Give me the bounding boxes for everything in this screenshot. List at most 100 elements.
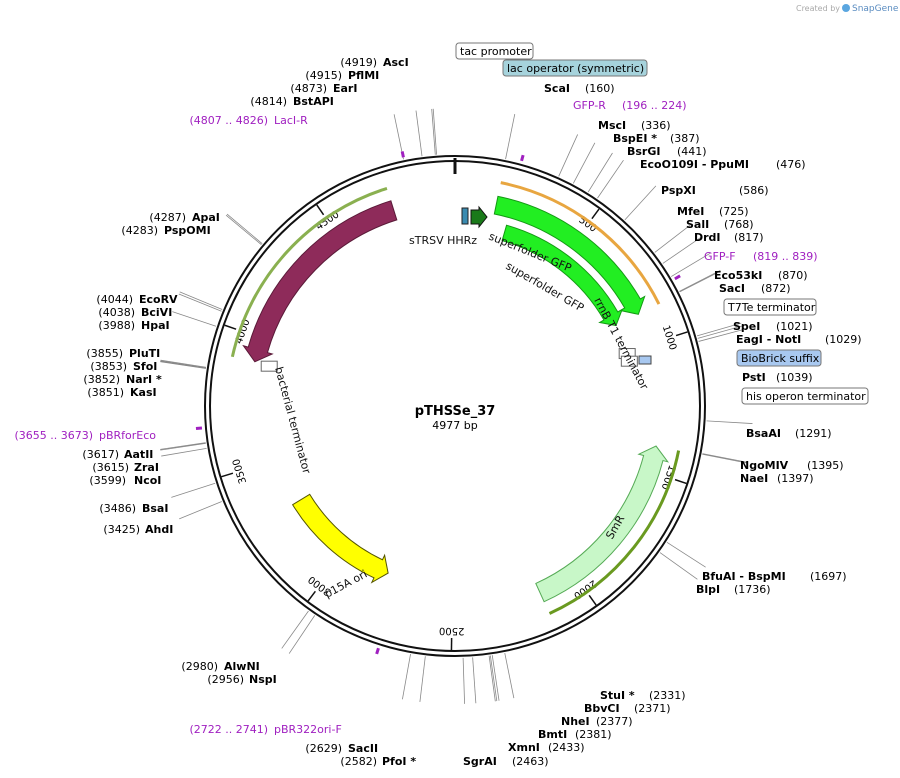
lac-operator-mark[interactable] (461, 207, 469, 225)
site-bsrGI[interactable]: BsrGI(441) (627, 145, 707, 158)
svg-text:PspXI: PspXI (661, 184, 696, 197)
site-pfoI[interactable]: (2582)PfoI * (340, 755, 416, 768)
primer-gfp-F[interactable]: GFP-F(819 .. 839) (704, 250, 818, 263)
site-blpI[interactable]: BlpI(1736) (696, 583, 771, 596)
primer-mark-pBRforEco[interactable] (195, 426, 203, 431)
svg-text:(2629): (2629) (305, 742, 342, 755)
site-drdI[interactable]: DrdI(817) (694, 231, 764, 244)
svg-text:(817): (817) (734, 231, 764, 244)
site-bsaAI[interactable]: BsaAI(1291) (746, 427, 832, 440)
svg-text:AatII: AatII (124, 448, 153, 461)
site-zraI[interactable]: (3615)ZraI (92, 461, 159, 474)
svg-text:BsaAI: BsaAI (746, 427, 781, 440)
primer-mark-lacI-R[interactable] (400, 151, 405, 158)
bacterial-terminator-mark[interactable] (260, 360, 278, 372)
tick-mark (591, 208, 600, 220)
site-pspXI[interactable]: PspXI(586) (661, 184, 769, 197)
primer-lacI-R[interactable]: (4807 .. 4826)LacI-R (189, 114, 308, 127)
site-sgrAI[interactable]: SgrAI(2463) (463, 755, 549, 768)
svg-text:SacII: SacII (348, 742, 378, 755)
svg-text:(872): (872) (761, 282, 791, 295)
primer-pBRforEco[interactable]: (3655 .. 3673)pBRforEco (14, 429, 156, 442)
site-bspEI[interactable]: BspEI *(387) (613, 132, 700, 145)
site-hpaI[interactable]: (3988)HpaI (98, 319, 169, 332)
svg-text:ApaI: ApaI (192, 211, 220, 224)
site-nspI[interactable]: (2956)NspI (207, 673, 276, 686)
site-mfeI[interactable]: MfeI(725) (677, 205, 749, 218)
site-salI[interactable]: SalI(768) (686, 218, 754, 231)
biobrick-suffix-mark[interactable] (638, 355, 652, 365)
svg-text:(3853): (3853) (90, 360, 127, 373)
svg-text:EarI: EarI (333, 82, 357, 95)
site-earI[interactable]: (4873)EarI (290, 82, 357, 95)
site-apaI[interactable]: (4287)ApaI (149, 211, 219, 224)
lac-operator-box: lac operator (symmetric) (502, 59, 648, 77)
plasmid-name: pTHSSe_37 (415, 404, 496, 419)
svg-text:(336): (336) (641, 119, 671, 132)
site-pluTI[interactable]: (3855)PluTI (86, 347, 160, 360)
site-leader-line (431, 108, 436, 155)
primer-mark-gfp-F[interactable] (674, 274, 681, 281)
his-terminator-mark[interactable] (620, 355, 638, 367)
tac-promoter-label: tac promoter (460, 45, 532, 58)
lacI-arrow[interactable] (242, 200, 398, 363)
site-eagI[interactable]: EagI - NotI(1029) (736, 333, 862, 346)
site-kasI[interactable]: (3851)KasI (87, 386, 156, 399)
svg-text:EcoO109I - PpuMI: EcoO109I - PpuMI (640, 158, 749, 171)
site-bfuAI[interactable]: BfuAI - BspMI(1697) (702, 570, 847, 583)
site-narI[interactable]: (3852)NarI * (83, 373, 162, 386)
site-eco53kI[interactable]: Eco53kI(870) (714, 269, 808, 282)
sfgfp-inner-arrow[interactable] (501, 224, 624, 327)
smr-arrow[interactable] (535, 445, 670, 603)
site-mscI[interactable]: MscI(336) (598, 119, 671, 132)
site-ecoO109I[interactable]: EcoO109I - PpuMI(476) (640, 158, 806, 171)
svg-text:LacI-R: LacI-R (274, 114, 308, 127)
svg-text:(2722 .. 2741): (2722 .. 2741) (189, 723, 268, 736)
svg-text:ZraI: ZraI (134, 461, 159, 474)
site-pstI[interactable]: PstI(1039) (742, 371, 813, 384)
svg-text:(3988): (3988) (98, 319, 135, 332)
svg-text:Eco53kI: Eco53kI (714, 269, 762, 282)
svg-text:(4915): (4915) (305, 69, 342, 82)
primer-gfp-R[interactable]: GFP-R(196 .. 224) (573, 99, 687, 112)
svg-text:SalI: SalI (686, 218, 709, 231)
primer-pBR322ori-F[interactable]: (2722 .. 2741)pBR322ori-F (189, 723, 341, 736)
svg-text:ScaI: ScaI (544, 82, 570, 95)
site-ncoI[interactable]: (3599)NcoI (89, 474, 161, 487)
site-bbvCI[interactable]: BbvCI(2371) (584, 702, 671, 715)
site-sacII[interactable]: (2629) SacII (305, 742, 378, 755)
site-aatII[interactable]: (3617)AatII (82, 448, 153, 461)
site-ecoRV[interactable]: (4044)EcoRV (96, 293, 178, 306)
svg-text:AscI: AscI (383, 56, 409, 69)
site-ahdI[interactable]: (3425)AhdI (103, 523, 173, 536)
site-speI[interactable]: SpeI(1021) (733, 320, 813, 333)
site-ngoMIV[interactable]: NgoMIV(1395) (740, 459, 844, 472)
site-pflMI[interactable]: (4915)PflMI (305, 69, 379, 82)
site-leader-line (432, 108, 437, 155)
primer-mark-gfp-R[interactable] (520, 154, 525, 162)
site-bstAPI[interactable]: (4814)BstAPI (250, 95, 333, 108)
site-bsaI[interactable]: (3486)BsaI (99, 502, 168, 515)
sfgfp-outer-arrow[interactable] (493, 195, 646, 315)
site-pspOMI[interactable]: (4283)PspOMI (121, 224, 210, 237)
site-naeI[interactable]: NaeI(1397) (740, 472, 814, 485)
site-scaI[interactable]: ScaI(160) (544, 82, 615, 95)
site-sfoI[interactable]: (3853)SfoI (90, 360, 157, 373)
tac-promoter-mark[interactable] (470, 205, 488, 229)
watermark-prefix: Created by (796, 4, 840, 13)
site-nheI[interactable]: NheI(2377) (561, 715, 633, 728)
site-sacI[interactable]: SacI(872) (719, 282, 791, 295)
site-bciVI[interactable]: (4038)BciVI (98, 306, 172, 319)
svg-text:BmtI: BmtI (538, 728, 567, 741)
site-stuI[interactable]: StuI *(2331) (600, 689, 686, 702)
primer-mark-pBR322ori-F[interactable] (375, 647, 380, 655)
site-ascI[interactable]: (4919)AscI (340, 56, 408, 69)
svg-text:(4283): (4283) (121, 224, 158, 237)
site-bmtI[interactable]: BmtI(2381) (538, 728, 612, 741)
site-leader-line (671, 252, 711, 277)
site-leader-line (179, 291, 223, 310)
site-xmnI[interactable]: XmnI(2433) (508, 741, 585, 754)
p15a-ori-arrow[interactable] (291, 493, 389, 584)
site-alwNI[interactable]: (2980)AlwNI (181, 660, 259, 673)
site-leader-line (419, 656, 426, 702)
